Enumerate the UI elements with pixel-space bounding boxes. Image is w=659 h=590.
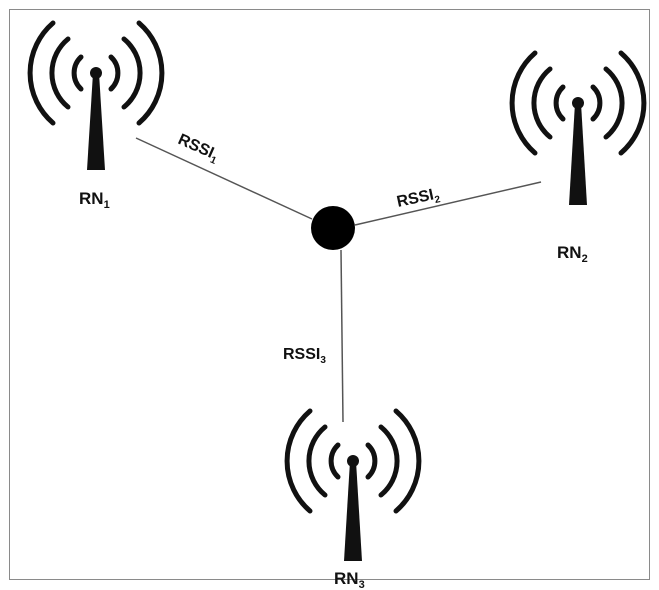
link-label-rssi1: RSSI1 [174, 131, 222, 167]
link-line-rn2 [354, 181, 542, 226]
antenna-rn3-icon [284, 408, 422, 561]
link-line-rn1 [135, 137, 313, 220]
link-label-rssi3: RSSI3 [283, 346, 326, 366]
mobile-node [311, 206, 355, 250]
diagram-frame [9, 9, 650, 580]
antenna-rn1-icon [27, 20, 165, 170]
node-label-rn1: RN1 [79, 189, 110, 211]
node-label-rn2: RN2 [557, 243, 588, 265]
link-line-rn3 [340, 249, 344, 423]
antenna-rn2-icon [509, 50, 647, 205]
node-label-rn3: RN3 [334, 569, 365, 590]
